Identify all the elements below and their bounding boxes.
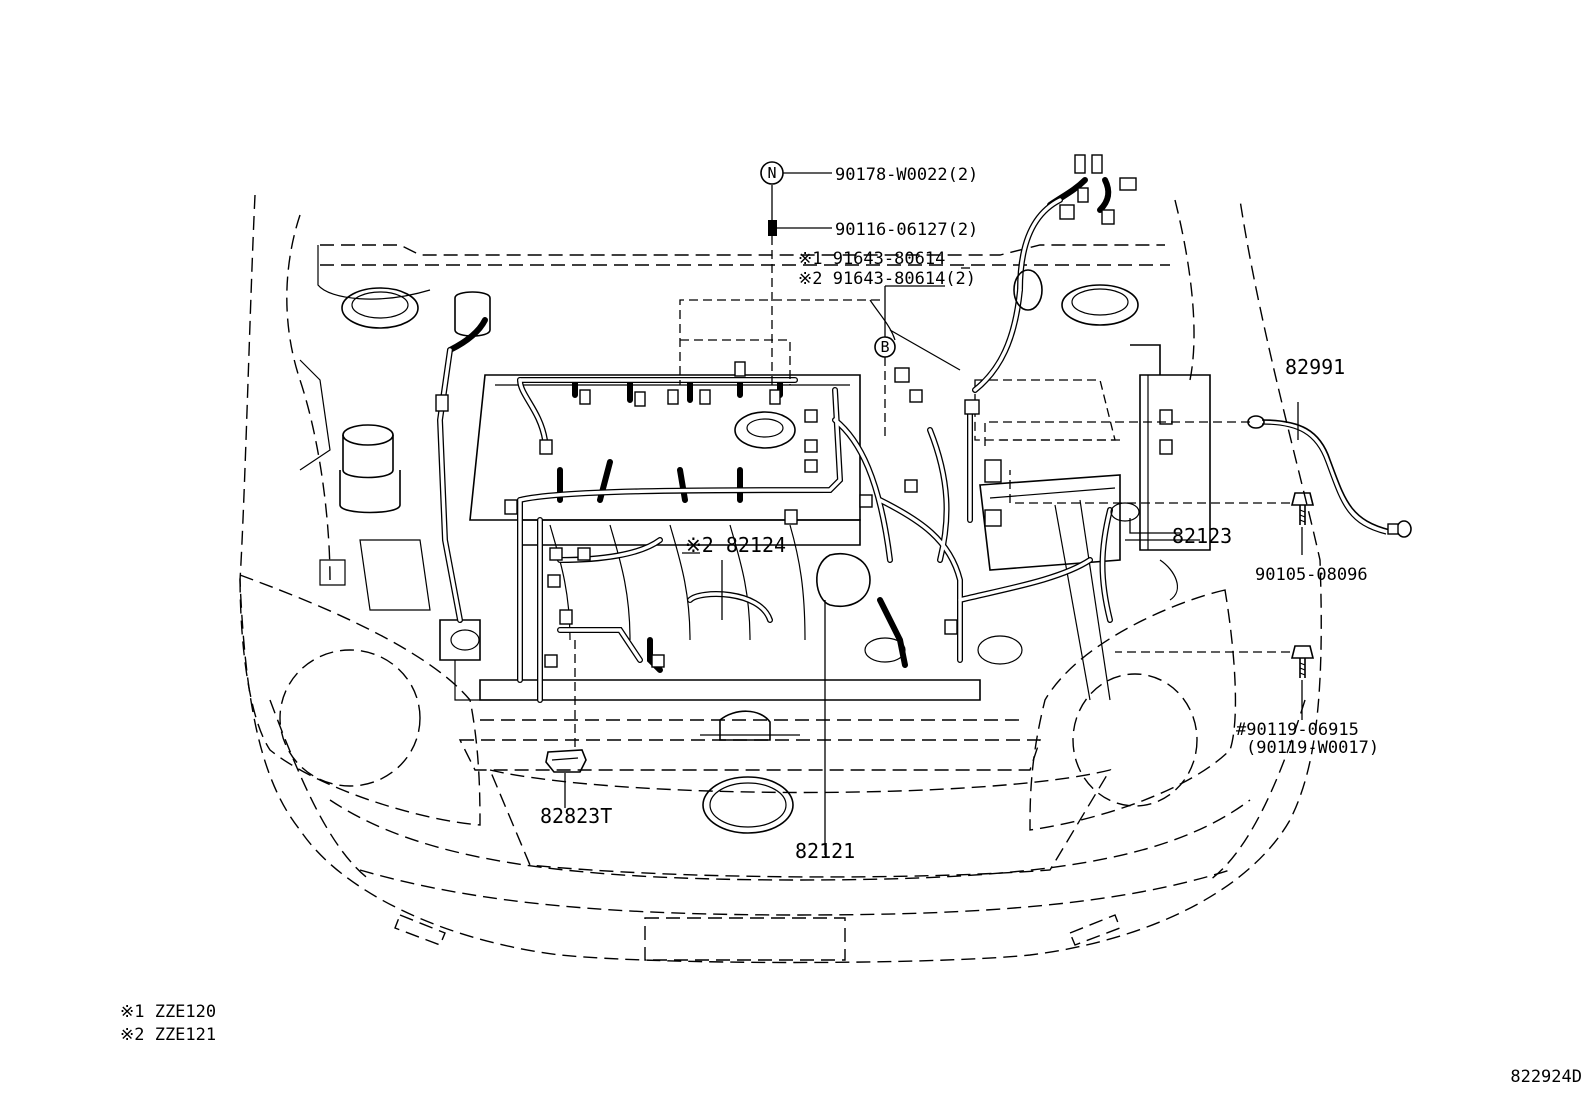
vehicle-body-outline bbox=[239, 194, 1322, 964]
note-zze121: ※2 ZZE121 bbox=[120, 1025, 216, 1045]
label-82823t: 82823T bbox=[540, 804, 612, 828]
label-91643-80614-zze120: ※1 91643-80614 bbox=[798, 249, 945, 269]
label-82991: 82991 bbox=[1285, 355, 1345, 379]
left-strut-tower bbox=[341, 287, 419, 329]
label-82123: 82123 bbox=[1172, 524, 1232, 548]
label-90105-08096: 90105-08096 bbox=[1255, 565, 1368, 585]
note-zze120: ※1 ZZE120 bbox=[120, 1002, 216, 1022]
harness-connectors bbox=[435, 154, 1173, 668]
label-90116-06127: 90116-06127(2) bbox=[835, 220, 978, 240]
screw-90116-icon bbox=[768, 220, 777, 236]
label-82121: 82121 bbox=[795, 839, 855, 863]
label-90178-w0022: 90178-W0022(2) bbox=[835, 165, 978, 185]
bolt-90105-icon bbox=[1290, 492, 1315, 525]
engine-bay-components bbox=[299, 284, 1211, 741]
label-91643-80614-zze121: ※2 91643-80614(2) bbox=[798, 269, 976, 289]
leader-lines bbox=[564, 172, 1303, 855]
bolt-90119-icon bbox=[1290, 645, 1315, 678]
marker-b-text: B bbox=[880, 338, 889, 356]
label-90119-w0017: (90119-W0017) bbox=[1246, 738, 1379, 758]
ring-terminal-icon bbox=[1247, 415, 1265, 429]
diagram-id: 822924D bbox=[1510, 1067, 1582, 1087]
ring-terminal-icon bbox=[1396, 520, 1412, 538]
label-82124: ※2 82124 bbox=[685, 533, 786, 557]
marker-n-text: N bbox=[767, 164, 776, 182]
part-labels: N B 90178-W0022(2) 90116-06127(2) ※1 916… bbox=[540, 164, 1379, 863]
clip-82823t-icon bbox=[545, 749, 587, 773]
label-90119-06915: #90119-06915 bbox=[1236, 720, 1359, 740]
model-notes: ※1 ZZE120 ※2 ZZE121 bbox=[120, 1002, 216, 1045]
ground-cable-82991 bbox=[1247, 415, 1412, 538]
right-strut-tower bbox=[1061, 284, 1139, 326]
